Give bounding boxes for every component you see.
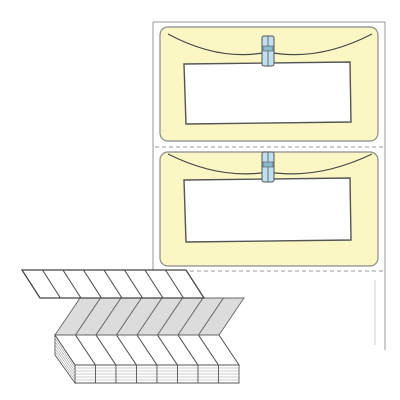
label-window bbox=[183, 61, 352, 125]
sheet-line bbox=[54, 348, 76, 378]
clothespin-icon bbox=[261, 35, 275, 67]
sheet-line bbox=[54, 351, 76, 381]
fanfold-stack bbox=[20, 269, 245, 385]
ribbon-label-tile bbox=[197, 297, 245, 336]
sheet-line bbox=[54, 344, 76, 375]
sheet-line bbox=[54, 338, 76, 369]
back-row-outline bbox=[20, 269, 206, 299]
sheet-line bbox=[54, 341, 76, 372]
upper-label bbox=[159, 26, 379, 142]
clothespin-icon bbox=[261, 151, 275, 183]
label-window bbox=[183, 177, 352, 243]
lower-label bbox=[159, 151, 379, 267]
